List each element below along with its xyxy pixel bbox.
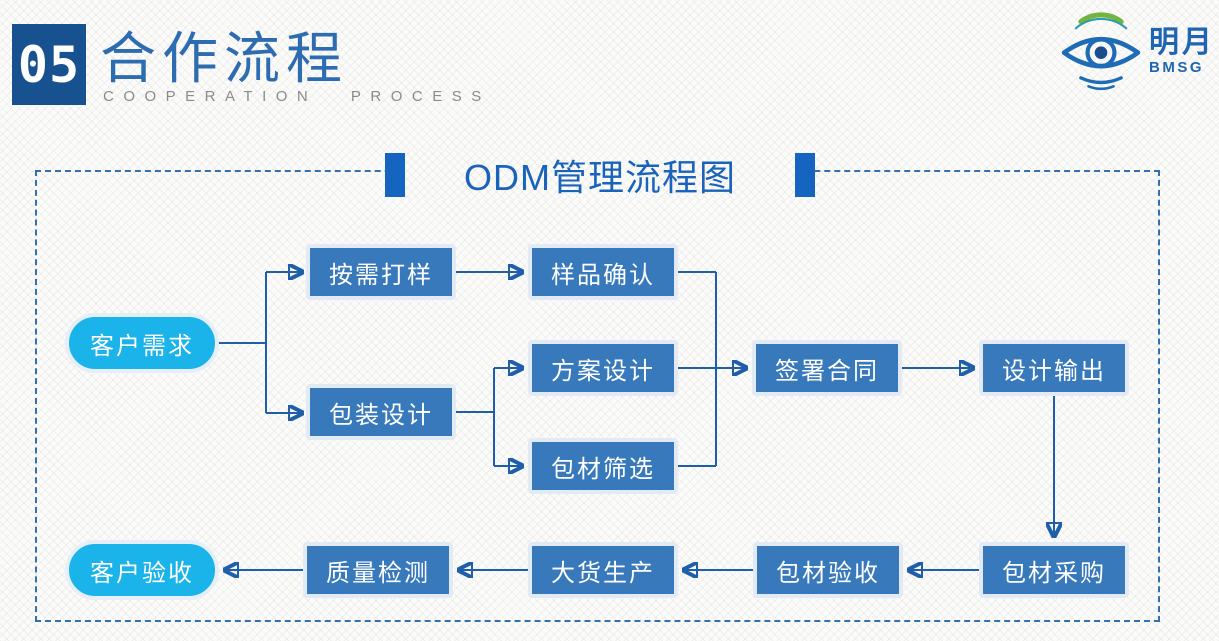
logo-eye-icon xyxy=(1061,12,1141,91)
node-customer-acceptance: 客户验收 xyxy=(65,540,219,600)
node-design-output: 设计输出 xyxy=(979,340,1129,396)
node-scheme-design: 方案设计 xyxy=(528,340,678,396)
diagram-title: ODM管理流程图 xyxy=(464,157,736,198)
node-material-acceptance: 包材验收 xyxy=(753,542,903,598)
section-number-badge: 05 xyxy=(12,24,86,105)
logo-name: 明月 xyxy=(1149,25,1215,59)
node-material-screening: 包材筛选 xyxy=(528,438,678,494)
node-sample-confirm: 样品确认 xyxy=(528,244,678,300)
node-mass-production: 大货生产 xyxy=(528,542,678,598)
logo-abbr: BMSG xyxy=(1149,58,1204,76)
node-quality-inspection: 质量检测 xyxy=(303,542,453,598)
node-material-purchase: 包材采购 xyxy=(979,542,1129,598)
header-title: 合作流程 xyxy=(100,27,348,92)
logo: 明月 BMSG xyxy=(1059,8,1215,94)
node-customer-demand: 客户需求 xyxy=(65,313,219,373)
title-left-bar-icon xyxy=(385,153,405,197)
title-right-bar-icon xyxy=(795,153,815,197)
node-package-design: 包装设计 xyxy=(306,384,456,440)
logo-text: 明月 BMSG xyxy=(1149,25,1215,76)
diagram-title-block: ODM管理流程图 xyxy=(385,150,815,200)
header-subtitle: COOPERATION PROCESS xyxy=(103,88,491,105)
node-sample-on-demand: 按需打样 xyxy=(306,244,456,300)
node-sign-contract: 签署合同 xyxy=(752,340,902,396)
